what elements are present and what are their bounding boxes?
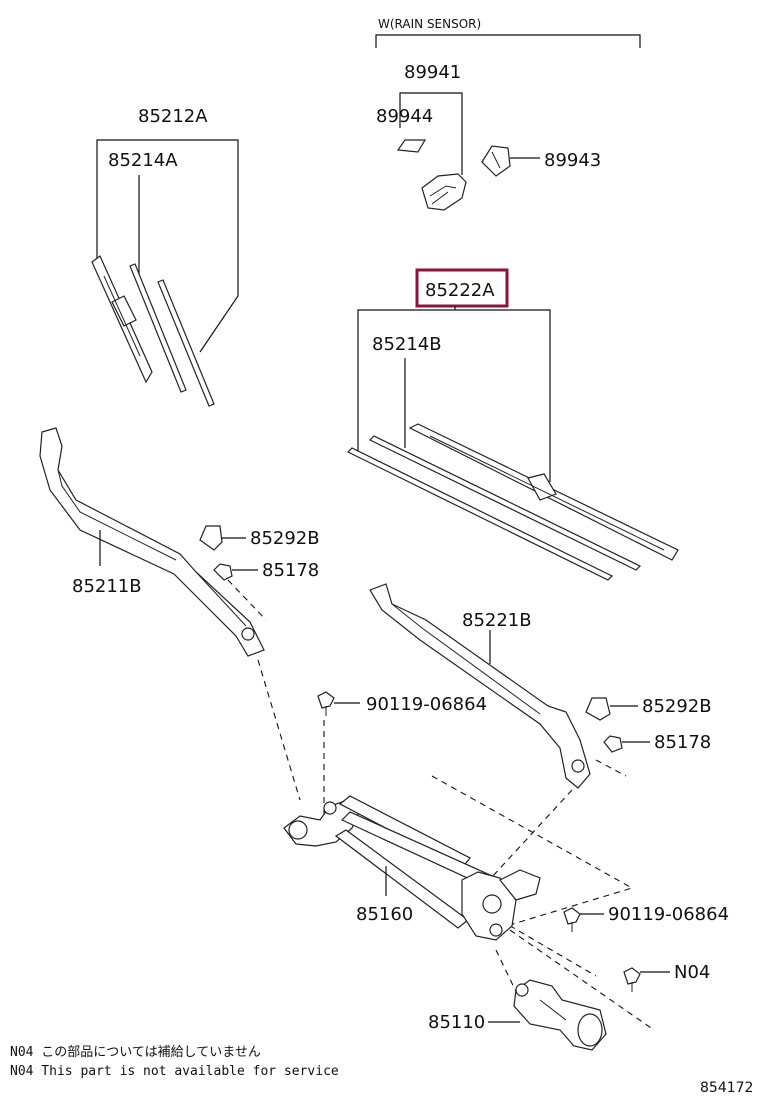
part-90119-bolt-upper: [317, 691, 335, 716]
leader-89941: [399, 92, 463, 175]
rain-sensor-group: W(RAIN SENSOR) 89941 89944 89943: [375, 17, 641, 211]
part-85292B-cap-left: [199, 525, 223, 551]
label-85221B[interactable]: 85221B: [462, 610, 532, 631]
label-85110[interactable]: 85110: [428, 1012, 485, 1033]
leader-85222A: [357, 309, 551, 482]
dash-arm-left-to-pivot: [257, 659, 301, 801]
label-89944[interactable]: 89944: [376, 106, 433, 127]
part-85160-linkage: [283, 795, 541, 941]
dash-bolt-lower: [499, 919, 597, 977]
label-N04[interactable]: N04: [674, 962, 710, 983]
label-85178-right[interactable]: 85178: [654, 732, 711, 753]
part-85222A-strip: [346, 447, 614, 581]
part-85292B-cap-right: [585, 697, 611, 721]
label-85211B[interactable]: 85211B: [72, 576, 142, 597]
label-85292B-left[interactable]: 85292B: [250, 528, 320, 549]
part-85221B-arm: [369, 583, 591, 789]
part-85214A-refill: [129, 263, 187, 393]
label-85214B[interactable]: 85214B: [372, 334, 442, 355]
label-85222A[interactable]: 85222A: [425, 280, 495, 301]
part-85212A-blade: [91, 255, 153, 384]
part-N04-bolt: [623, 967, 641, 992]
part-85178-nut-right: [603, 735, 623, 753]
part-85110-motor: [513, 979, 607, 1051]
dash-85178-left: [227, 579, 267, 621]
part-85211B-arm: [39, 427, 265, 657]
label-90119-upper[interactable]: 90119-06864: [366, 694, 487, 715]
label-85178-left[interactable]: 85178: [262, 560, 319, 581]
part-85214B-refill: [368, 435, 642, 571]
label-89941[interactable]: 89941: [404, 62, 461, 83]
part-89943-cover: [481, 145, 511, 177]
leader-85212A: [96, 139, 239, 353]
highlight-85222A: [415, 268, 509, 308]
label-85292B-right[interactable]: 85292B: [642, 696, 712, 717]
dash-linkage-envelope: [431, 775, 634, 935]
rain-sensor-bracket: [375, 34, 641, 48]
dash-motor-envelope: [509, 929, 655, 1031]
blade-85222A-group: 85222A 85214B: [346, 268, 679, 581]
part-85212A-strip: [157, 279, 215, 407]
dash-85178-right: [595, 759, 627, 777]
label-85214A[interactable]: 85214A: [108, 150, 178, 171]
part-85222A-blade: [408, 423, 679, 561]
arm-85211B-group: 85211B 85292B 85178: [39, 427, 320, 657]
label-85212A[interactable]: 85212A: [138, 106, 208, 127]
part-89941-sensor: [421, 173, 467, 211]
part-90119-bolt-lower: [563, 907, 581, 932]
linkage-group: 90119-06864 85160 90119-06864: [257, 659, 729, 1051]
note-english: N04 This part is not available for servi…: [10, 1064, 339, 1079]
rain-sensor-heading: W(RAIN SENSOR): [378, 17, 481, 31]
diagram-id: 854172: [700, 1080, 753, 1096]
part-89944-pad: [396, 139, 427, 153]
blade-85212A-group: 85212A 85214A: [91, 106, 239, 407]
part-85178-nut-left: [213, 563, 233, 581]
label-89943[interactable]: 89943: [544, 150, 601, 171]
label-90119-lower[interactable]: 90119-06864: [608, 904, 729, 925]
arm-85221B-group: 85221B 85292B 85178: [369, 583, 712, 789]
note-japanese: N04 この部品については補給していません: [10, 1045, 261, 1060]
dash-arm-right-to-pivot: [479, 789, 573, 891]
label-85160[interactable]: 85160: [356, 904, 413, 925]
